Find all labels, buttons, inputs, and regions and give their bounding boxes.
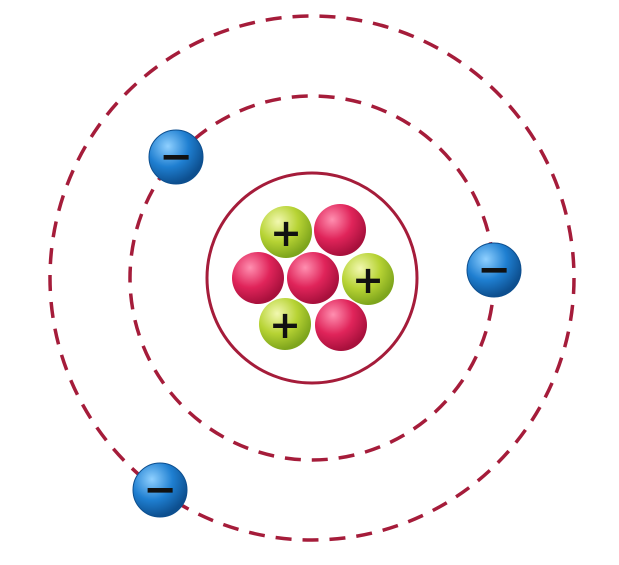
proton-plus-icon: +	[270, 211, 302, 255]
electron-minus-icon: −	[159, 134, 193, 180]
electron: −	[132, 462, 188, 518]
electron: −	[148, 129, 204, 185]
electron: −	[466, 242, 522, 298]
neutron	[232, 252, 284, 304]
neutron	[287, 252, 339, 304]
electron-minus-icon: −	[477, 247, 511, 293]
electron-minus-icon: −	[143, 467, 177, 513]
proton: +	[342, 253, 394, 305]
neutron	[314, 204, 366, 256]
proton-plus-icon: +	[269, 303, 301, 347]
proton: +	[259, 298, 311, 350]
outer-orbit	[48, 14, 576, 542]
proton: +	[260, 206, 312, 258]
neutron	[315, 299, 367, 351]
proton-plus-icon: +	[352, 258, 384, 302]
nucleus: + + +	[232, 204, 394, 351]
